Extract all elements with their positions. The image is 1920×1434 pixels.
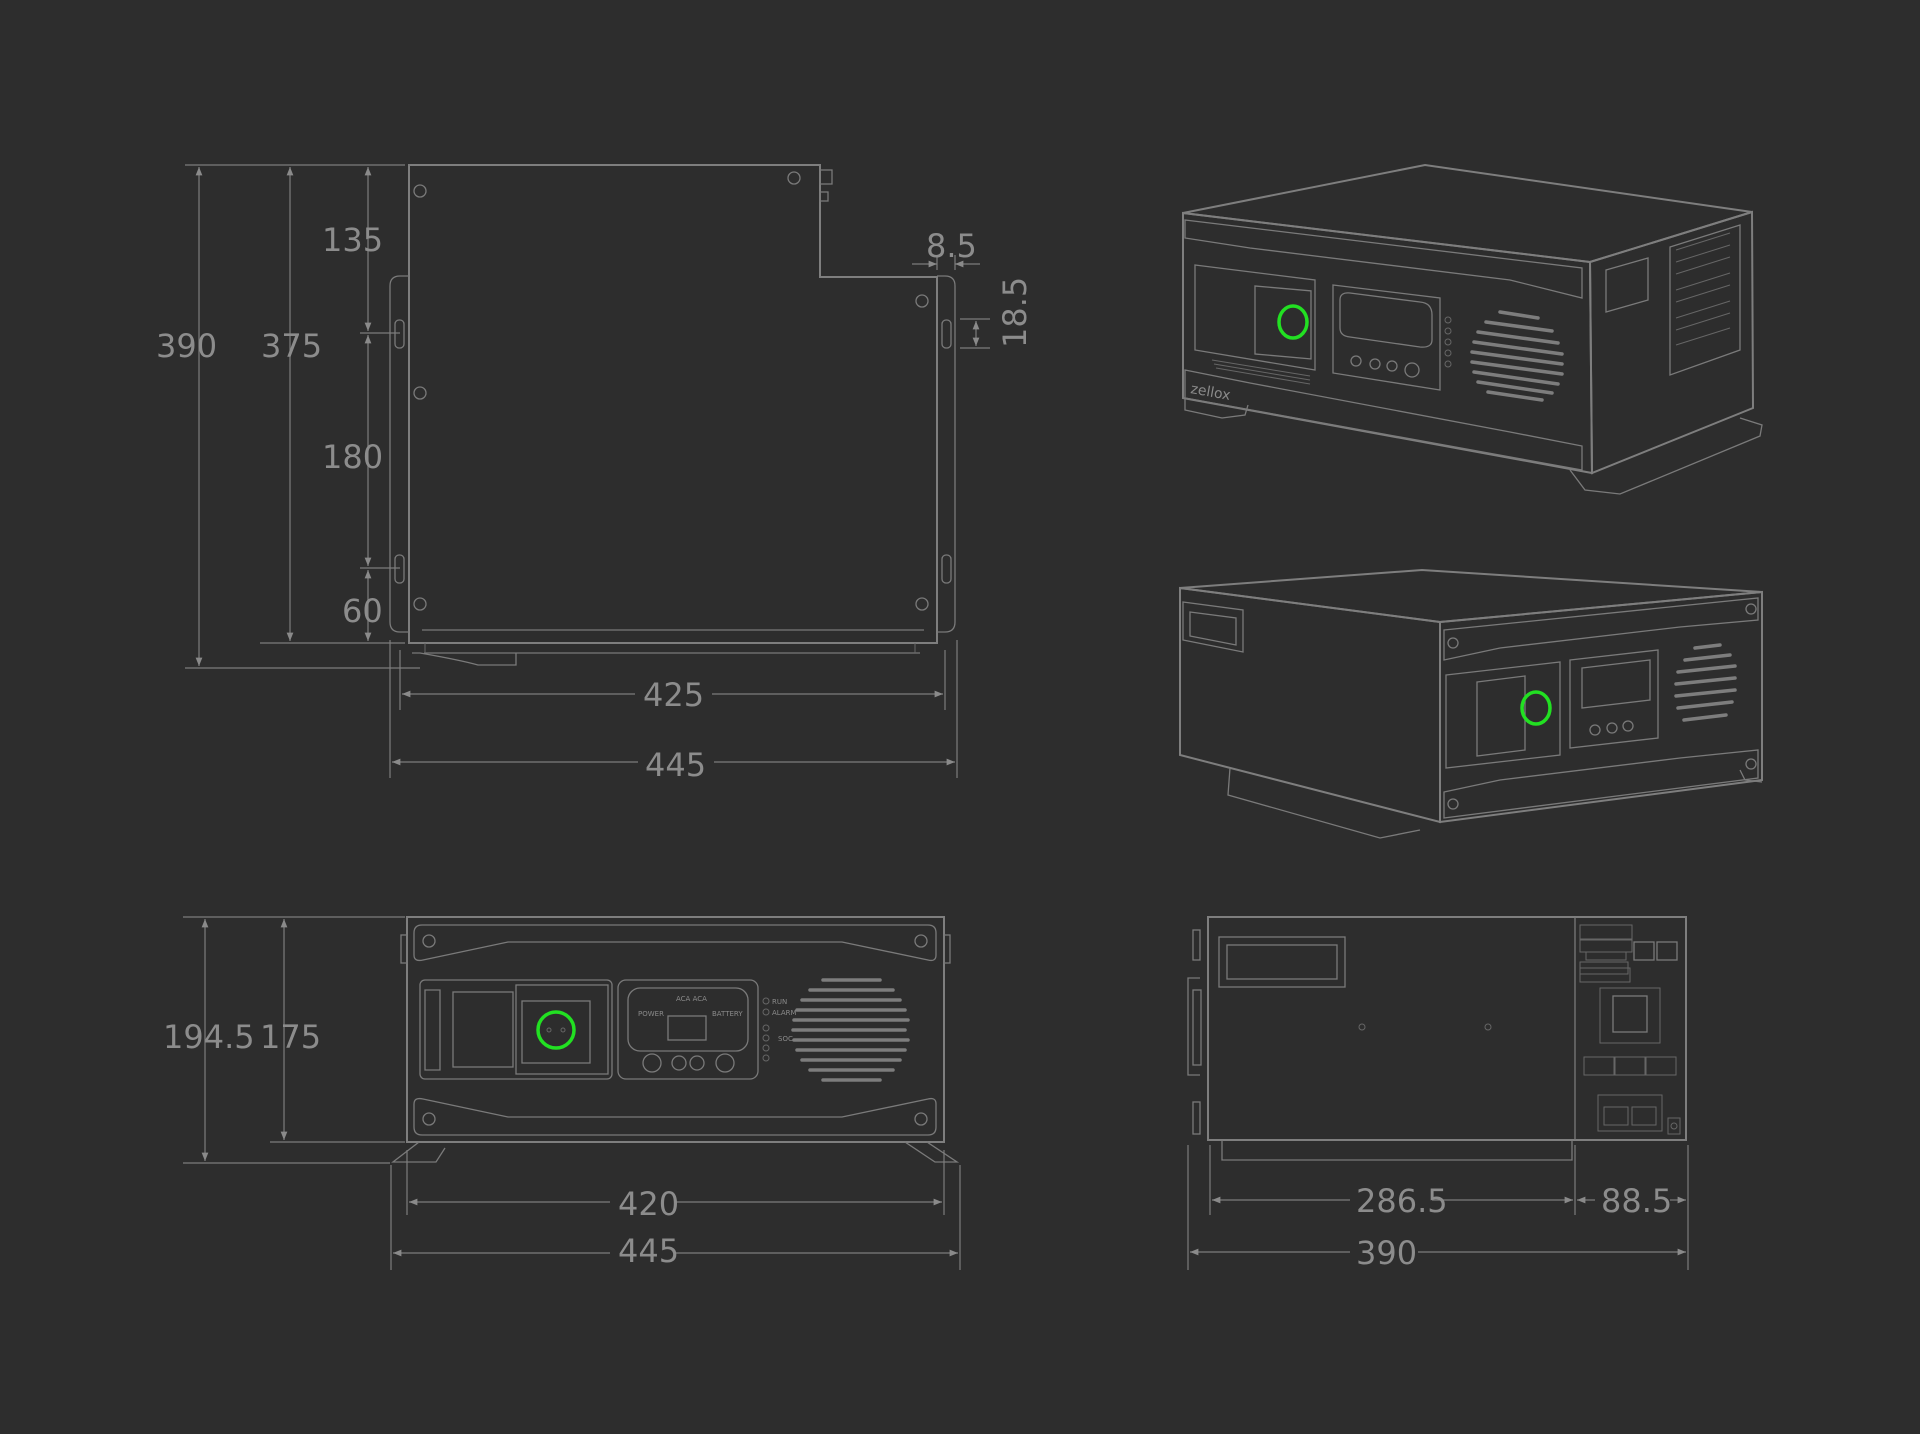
screw-hole bbox=[413, 386, 427, 400]
iso2-socket-highlight-ring bbox=[1520, 690, 1552, 726]
dim-135: 135 bbox=[322, 221, 383, 259]
dim-445-front: 445 bbox=[618, 1232, 679, 1270]
rear-panel bbox=[1579, 924, 1681, 1135]
dim-390-side: 390 bbox=[1356, 1234, 1417, 1272]
socket-module bbox=[419, 979, 613, 1080]
brand-logo: zellox bbox=[1189, 381, 1231, 404]
svg-text:POWER: POWER bbox=[638, 1010, 664, 1018]
top-view-left-flange bbox=[389, 275, 409, 633]
rj45-port bbox=[1633, 941, 1655, 961]
dim-8-5: 8.5 bbox=[926, 227, 977, 265]
dim-18-5: 18.5 bbox=[996, 277, 1034, 348]
side-view: 286.5 88.5 390 bbox=[1187, 916, 1689, 1272]
rj45-port bbox=[1656, 941, 1678, 961]
screw-hole bbox=[413, 597, 427, 611]
top-view-right-flange bbox=[937, 275, 956, 633]
iso-view-front-left: zellox bbox=[1182, 163, 1763, 495]
top-view-body bbox=[408, 164, 938, 644]
dim-286-5: 286.5 bbox=[1356, 1182, 1448, 1220]
socket-highlight-ring bbox=[536, 1010, 576, 1050]
dim-425: 425 bbox=[643, 676, 704, 714]
screw-hole bbox=[915, 597, 929, 611]
iso2-fan-grille bbox=[1674, 643, 1737, 722]
dim-194-5: 194.5 bbox=[163, 1018, 255, 1056]
front-bottom-rail bbox=[413, 1097, 937, 1136]
iso-socket-highlight-ring bbox=[1277, 304, 1309, 340]
control-panel bbox=[617, 979, 759, 1080]
dim-180: 180 bbox=[322, 438, 383, 476]
top-view-connector bbox=[819, 169, 833, 185]
side-handle-window bbox=[1218, 936, 1346, 988]
front-view-body bbox=[406, 916, 945, 1143]
dim-375: 375 bbox=[261, 327, 322, 365]
svg-text:BATTERY: BATTERY bbox=[712, 1010, 743, 1018]
fan-grille bbox=[791, 978, 910, 1082]
top-view: 390 375 135 180 60 8.5 18.5 425 445 bbox=[156, 164, 1034, 784]
front-top-rail bbox=[413, 924, 937, 962]
svg-text:ALARM: ALARM bbox=[772, 1009, 797, 1017]
dim-445: 445 bbox=[645, 746, 706, 784]
dim-60: 60 bbox=[342, 592, 383, 630]
svg-text:ACA ACA: ACA ACA bbox=[676, 995, 707, 1003]
screw-hole bbox=[787, 171, 801, 185]
dim-420: 420 bbox=[618, 1185, 679, 1223]
dim-88-5: 88.5 bbox=[1601, 1182, 1672, 1220]
iso-view-front-right bbox=[1179, 568, 1763, 839]
svg-text:RUN: RUN bbox=[772, 998, 787, 1006]
dim-175: 175 bbox=[260, 1018, 321, 1056]
front-view: ACA ACA POWER BATTERY RUN ALARM SOC bbox=[163, 916, 961, 1270]
side-view-body bbox=[1207, 916, 1687, 1141]
svg-text:SOC: SOC bbox=[778, 1035, 793, 1043]
lcd-display bbox=[667, 1015, 707, 1041]
dim-390: 390 bbox=[156, 327, 217, 365]
screw-hole bbox=[413, 184, 427, 198]
iso-fan-grille bbox=[1470, 310, 1564, 402]
screw-hole bbox=[915, 294, 929, 308]
